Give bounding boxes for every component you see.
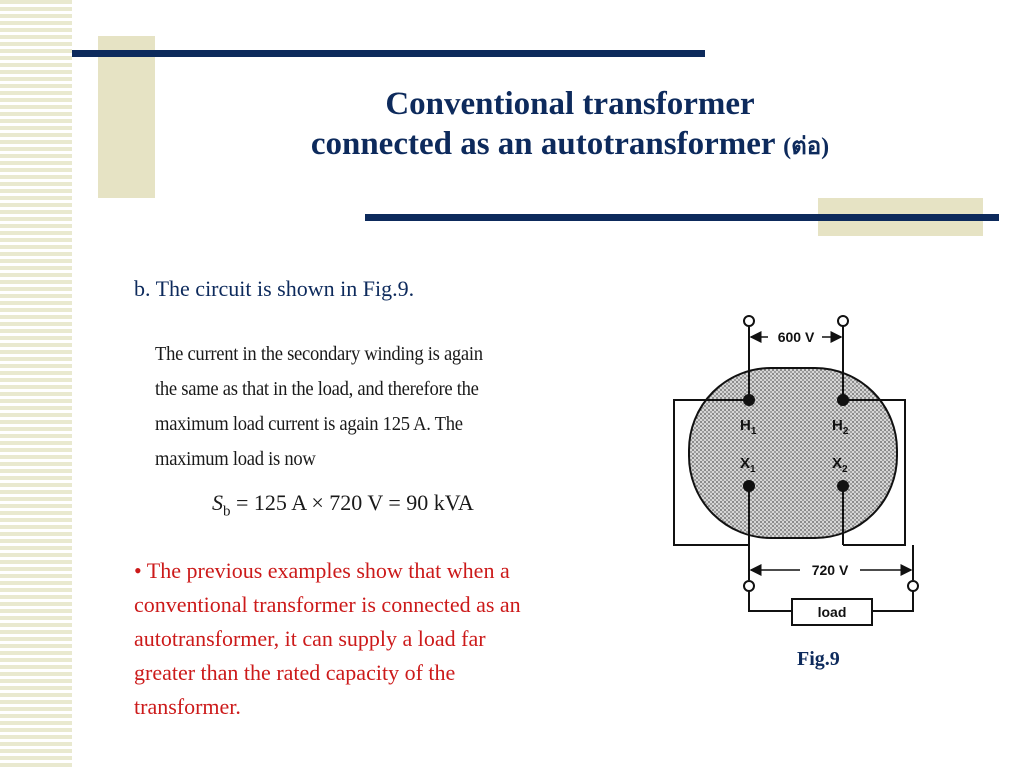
figure-caption: Fig.9	[797, 648, 840, 670]
terminal-top-left	[743, 315, 755, 327]
label-x1: X1	[740, 455, 756, 475]
striped-side-border	[0, 0, 72, 768]
scanned-line: The current in the secondary winding is …	[155, 343, 483, 365]
slide-title: Conventional transformer connected as an…	[150, 84, 990, 167]
title-line-2: connected as an autotransformer (ต่อ)	[150, 124, 990, 167]
label-h2: H2	[832, 417, 849, 437]
transformer-core	[688, 367, 898, 539]
scanned-line: the same as that in the load, and theref…	[155, 378, 479, 400]
left-outer-wire	[673, 399, 749, 546]
top-voltage-label: 600 V	[778, 329, 815, 345]
scanned-line: maximum load current is again 125 A. The	[155, 413, 463, 435]
bullet-line: transformer.	[134, 694, 241, 719]
load-box	[791, 598, 873, 626]
beige-accent-block-left	[98, 36, 155, 198]
title-line-1: Conventional transformer	[385, 86, 755, 122]
terminal-bottom-left	[743, 580, 755, 592]
circuit-diagram: 600 V H1 H2 X1 X2 720 V load	[673, 315, 919, 626]
bottom-voltage-label: 720 V	[812, 562, 849, 578]
equation-body: = 125 A × 720 V = 90 kVA	[230, 490, 474, 515]
bullet-line: conventional transformer is connected as…	[134, 592, 521, 617]
equation-symbol: S	[212, 490, 223, 515]
bullet-line: greater than the rated capacity of the	[134, 660, 456, 685]
title-line-2-main: connected as an autotransformer	[310, 126, 775, 162]
load-equation: Sb = 125 A × 720 V = 90 kVA	[212, 490, 474, 520]
scanned-paragraph: The current in the secondary winding is …	[155, 337, 575, 477]
bullet-line: autotransformer, it can supply a load fa…	[134, 626, 486, 651]
terminal-top-right	[837, 315, 849, 327]
top-rule	[72, 50, 705, 57]
title-line-2-suffix: (ต่อ)	[783, 134, 830, 160]
load-label: load	[818, 604, 847, 620]
bullet-paragraph: • The previous examples show that when a…	[134, 554, 644, 724]
scanned-line: maximum load is now	[155, 448, 316, 470]
bottom-rule	[365, 214, 999, 221]
label-h1: H1	[740, 417, 757, 437]
label-x2: X2	[832, 455, 848, 475]
intro-text: b. The circuit is shown in Fig.9.	[134, 276, 415, 301]
right-outer-wire	[843, 399, 906, 546]
bullet-line: • The previous examples show that when a	[134, 558, 510, 583]
terminal-bottom-right	[907, 580, 919, 592]
equation-subscript: b	[223, 503, 231, 520]
